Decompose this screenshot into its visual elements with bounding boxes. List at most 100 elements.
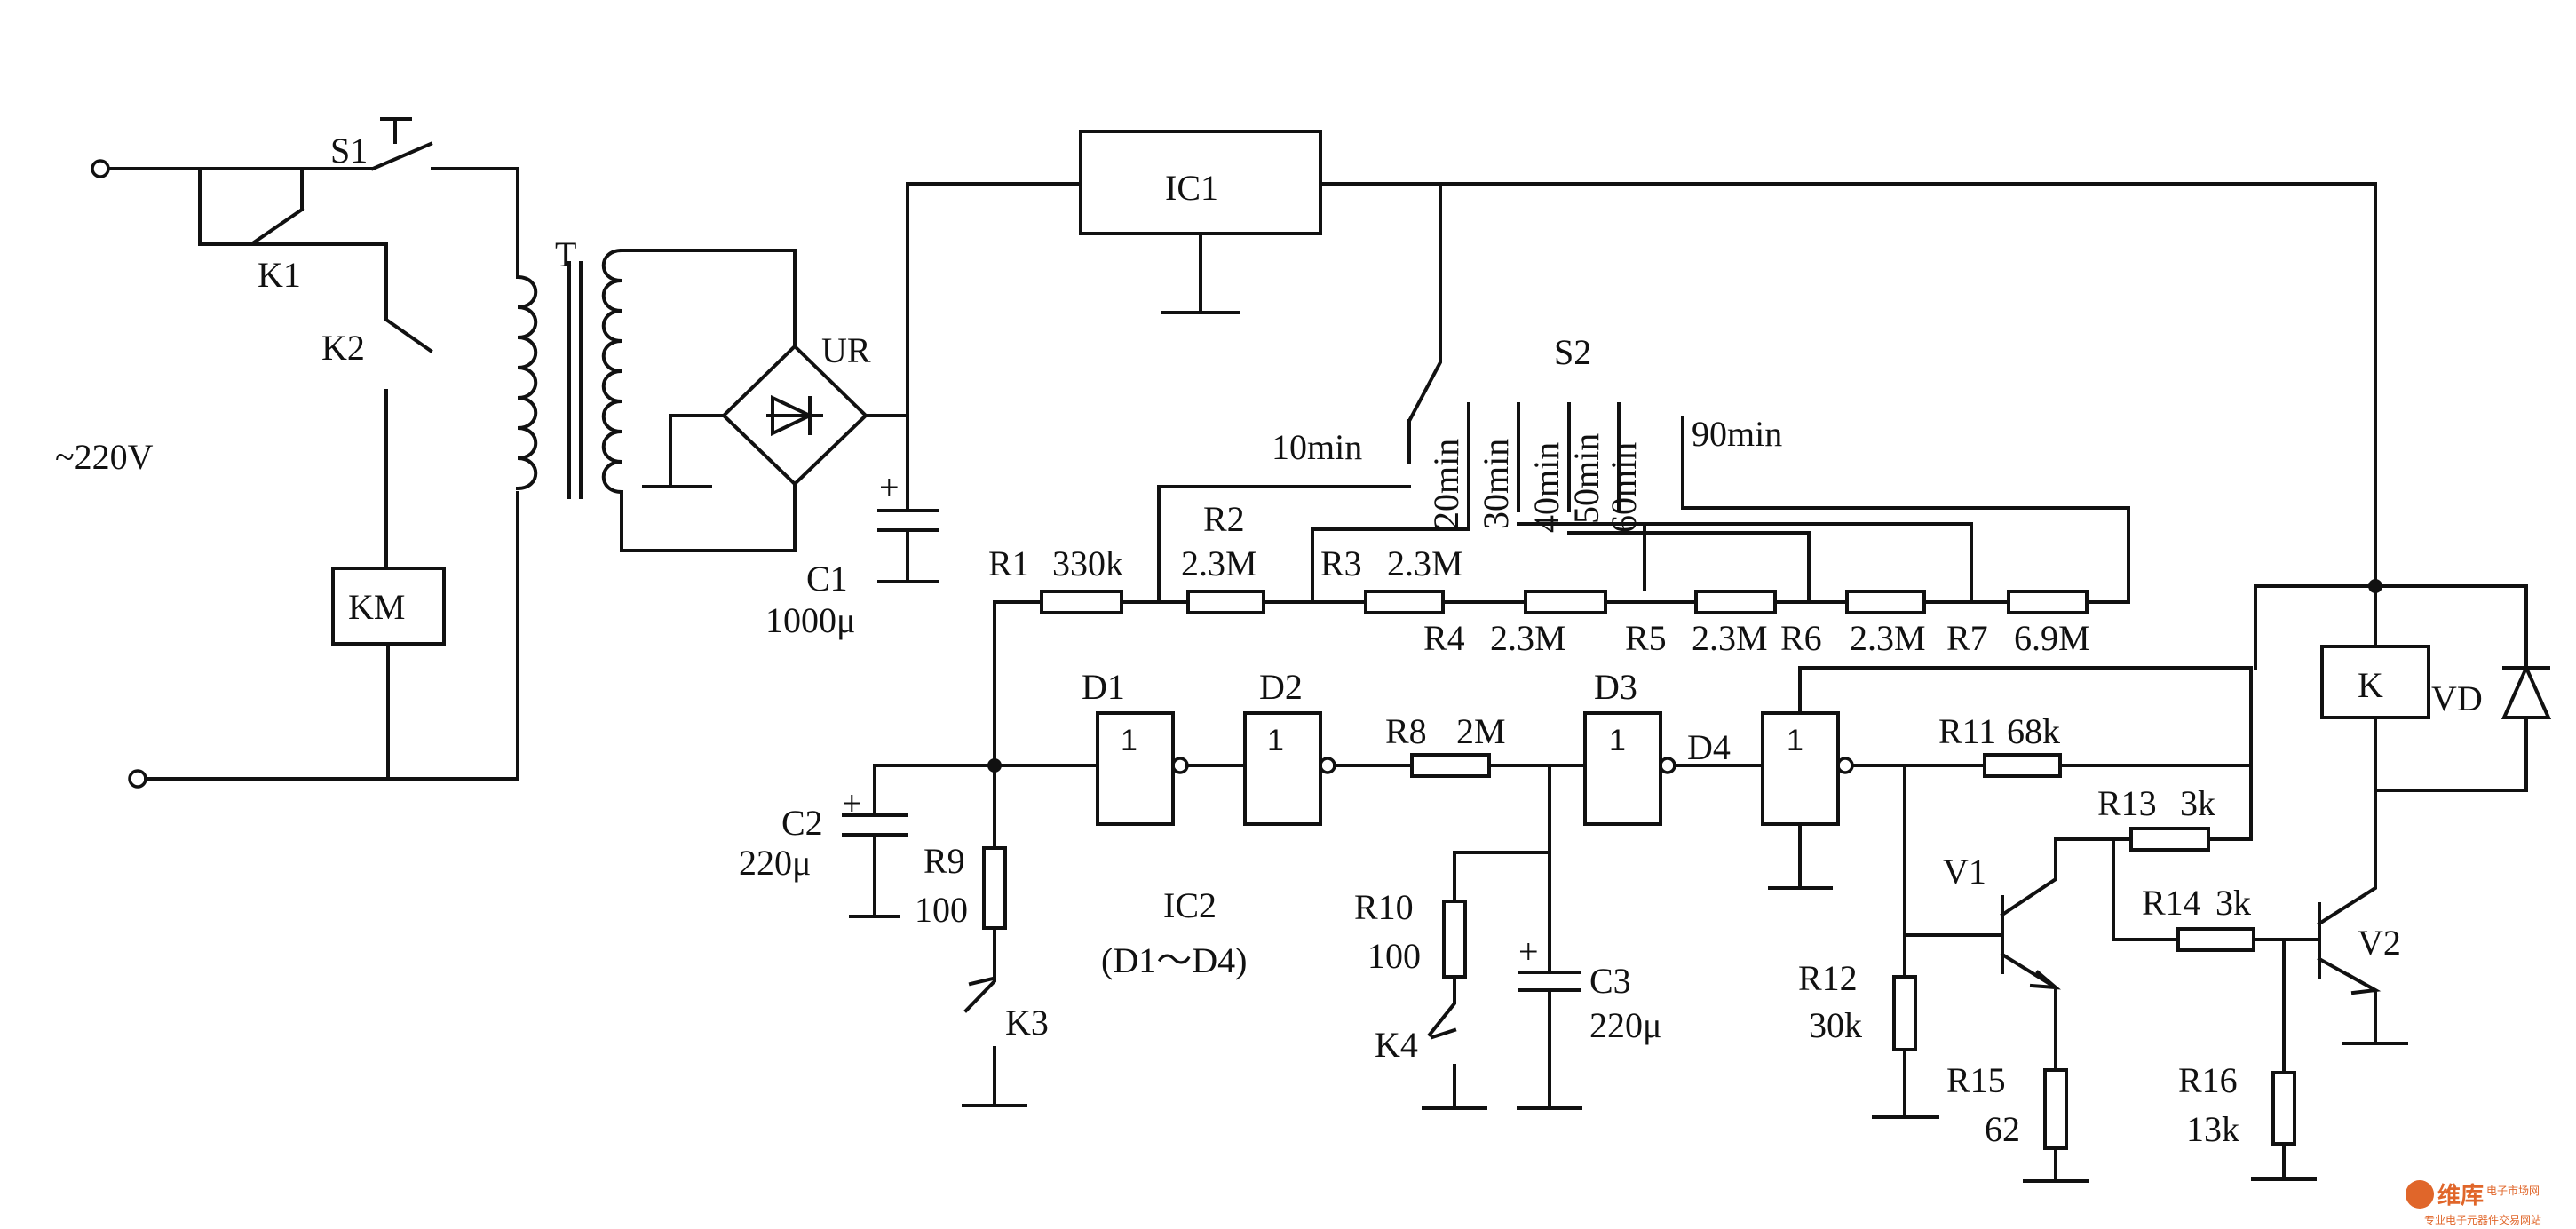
label-r16: R16 [2178,1060,2238,1100]
transformer-core [567,261,583,499]
resistor-r10 [1442,900,1467,979]
watermark-logo-icon [2406,1180,2434,1209]
label-d2: D2 [1259,667,1303,707]
label-ic1: IC1 [1165,168,1218,208]
supply-label: ~220V [55,437,154,477]
watermark-name: 电子市场网 [2486,1184,2540,1197]
resistor-r8 [1410,753,1491,778]
label-d3: D3 [1594,667,1637,707]
label-r2: R2 [1203,499,1245,539]
resistor-r14 [2176,927,2255,952]
label-r16-value: 13k [2186,1109,2239,1149]
label-r9: R9 [923,841,965,881]
label-k4: K4 [1375,1025,1418,1065]
label-r6: R6 [1780,618,1822,658]
label-r15: R15 [1946,1060,2006,1100]
label-r7: R7 [1946,618,1988,658]
label-r12: R12 [1798,958,1858,998]
label-c2: C2 [781,803,823,843]
label-s2: S2 [1554,332,1591,372]
gate-d3 [1583,711,1662,826]
resistor-r3 [1364,590,1445,614]
label-vd: VD [2431,678,2483,718]
label-ic2-sub: (D1～D4) [1101,940,1247,980]
transformer-primary [515,274,538,491]
switch-position-30min: 30min [1476,439,1516,529]
driver-section [1851,753,2408,1183]
label-r11-value: 68k [2007,711,2060,751]
relay-section [2254,579,2552,792]
label-s1: S1 [330,131,368,170]
label-r14-value: 3k [2215,883,2251,923]
relay-coil [2320,645,2430,719]
switch-position-10min: 10min [1272,427,1362,467]
label-t: T [555,234,576,274]
ic2-gates [1096,666,2253,890]
labels: ~220V S1 K1 K2 KM T UR + C1 1000μ IC1 S2… [55,131,2483,1149]
switch-position-20min: 20min [1426,439,1466,529]
reset-section [1422,764,1582,1110]
label-r1-value: 330k [1052,543,1123,583]
switch-position-50min: 50min [1566,433,1606,524]
label-r8: R8 [1385,711,1427,751]
switch-position-90min: 90min [1692,414,1782,454]
s1-contact [370,141,433,171]
resistor-r6 [1845,590,1926,614]
label-r10: R10 [1354,887,1414,927]
resistor-r13 [2129,827,2210,852]
switch-position-40min: 40min [1526,442,1566,533]
resistor-r12 [1892,975,1917,1051]
watermark-tagline: 专业电子元器件交易网站 [2424,1213,2541,1226]
label-r3-value: 2.3M [1387,543,1463,583]
gate-d4-symbol: 1 [1787,724,1803,757]
gate-d2-symbol: 1 [1267,724,1284,757]
label-r9-value: 100 [915,890,968,930]
resistor-r7 [2007,590,2089,614]
resistor-r1 [1040,590,1123,614]
label-r3: R3 [1320,543,1362,583]
label-r7-value: 6.9M [2014,618,2090,658]
gate-d1-symbol: 1 [1121,724,1137,757]
label-r13: R13 [2097,783,2157,823]
watermark: 维库 电子市场网 专业电子元器件交易网站 [2406,1180,2541,1226]
label-r10-value: 100 [1367,936,1421,976]
resistor-r4 [1524,590,1607,614]
label-d1: D1 [1082,667,1125,707]
resistor-r15 [2043,1068,2068,1150]
gate-d3-symbol: 1 [1609,724,1626,757]
label-c3: C3 [1589,961,1631,1001]
label-r6-value: 2.3M [1850,618,1926,658]
label-r13-value: 3k [2180,783,2215,823]
label-r4-value: 2.3M [1490,618,1566,658]
label-ic2: IC2 [1163,885,1217,925]
label-k1: K1 [258,255,301,295]
label-v2: V2 [2358,923,2401,963]
mains-terminal-bottom [128,769,147,789]
label-k: K [2358,665,2383,705]
label-k2: K2 [321,328,365,368]
label-km: KM [348,587,405,627]
label-c1-value: 1000μ [765,600,855,640]
label-d4: D4 [1687,727,1731,767]
label-r1: R1 [988,543,1030,583]
flyback-diode [2501,663,2552,719]
start-section [842,758,1099,1107]
bridge-diode-symbol [766,394,823,437]
s2-contacts [1407,402,1684,512]
label-c1: C1 [806,559,848,599]
gate-d1 [1096,711,1175,826]
label-plus-c1: + [879,467,900,507]
label-k3: K3 [1005,1003,1049,1043]
label-r5-value: 2.3M [1692,618,1768,658]
label-r11: R11 [1938,711,1996,751]
resistor-r9 [982,846,1007,930]
label-c3-value: 220μ [1589,1005,1661,1045]
label-v1: V1 [1943,852,1986,892]
power-supply [642,130,2377,588]
label-plus-c3: + [1518,932,1539,971]
label-ur: UR [821,330,871,370]
label-r4: R4 [1423,618,1465,658]
resistor-r5 [1694,590,1777,614]
resistor-r2 [1186,590,1265,614]
